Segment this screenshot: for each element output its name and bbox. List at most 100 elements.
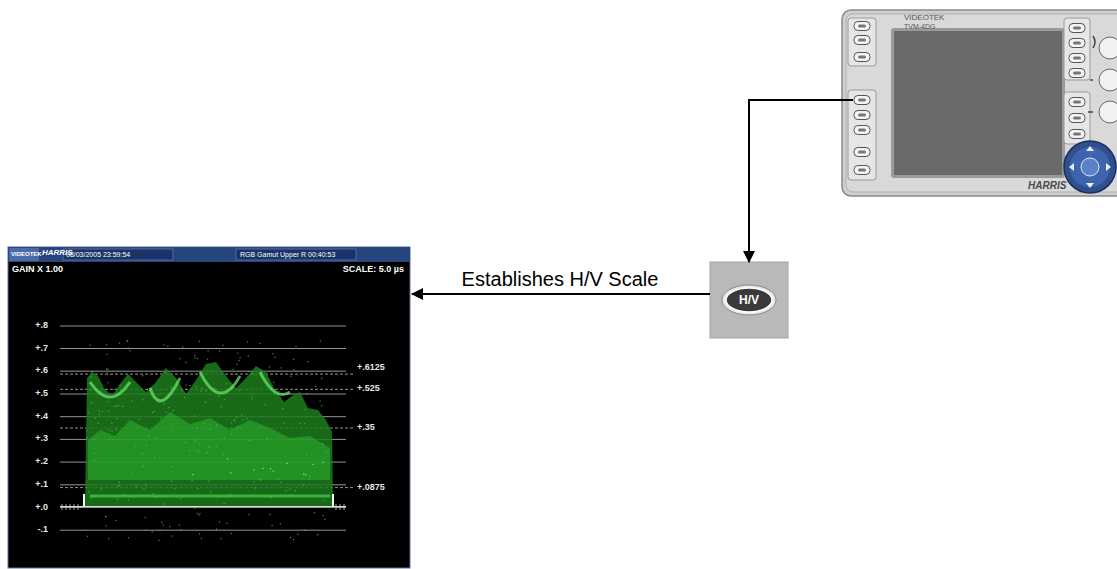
noise-dot [98,423,99,424]
illustration-part [60,507,346,508]
noise-dot [146,444,147,445]
noise-dot [189,385,190,386]
noise-dot [248,371,249,372]
noise-dot [219,351,220,352]
illustration-part [60,326,346,327]
noise-dot [280,482,281,483]
noise-dot [210,429,211,430]
noise-dot [158,540,159,541]
noise-dot [109,430,110,431]
illustration-part [8,247,410,262]
noise-dot [247,342,248,343]
noise-dot [87,536,88,537]
illustration-part [1064,92,1090,144]
noise-dot [322,443,323,444]
noise-dot [216,424,217,425]
noise-dot [179,525,180,526]
noise-dot [299,423,300,424]
waveform-display: VIDEOTEKHARRIS08/03/2005 23:59:54RGB Gam… [8,247,410,568]
illustration-part [1069,24,1085,33]
noise-dot [198,515,199,516]
timestamp: 08/03/2005 23:59:54 [66,251,130,259]
noise-dot [262,468,263,469]
illustration-part [854,126,870,135]
noise-dot [305,474,306,475]
illustration-part [1088,36,1095,112]
noise-dot [148,435,149,436]
noise-dot [324,519,325,520]
noise-dot [247,418,248,419]
noise-dot [297,534,298,535]
noise-dot [242,419,243,420]
noise-dot [286,463,287,464]
noise-dot [180,498,181,499]
noise-dot [153,493,154,494]
noise-dot [116,405,117,406]
noise-dot [127,340,128,341]
illustration-part [84,494,333,507]
noise-dot [106,344,107,345]
noise-dot [309,476,310,477]
illustration-part [1081,158,1099,176]
waveform-trace [85,362,333,506]
illustration-part [1099,101,1117,123]
noise-dot [117,499,118,500]
noise-dot [199,443,200,444]
noise-dot [199,533,200,534]
noise-dot [224,399,225,400]
noise-dot [171,481,172,482]
noise-dot [90,497,91,498]
noise-dot [230,428,231,429]
noise-dot [197,428,198,429]
noise-dot [105,516,106,517]
monitor-device: VIDEOTEKTVM-4DGHARRIS [842,10,1117,196]
noise-dot [89,389,90,390]
noise-dot [116,520,117,521]
noise-dot [101,488,102,489]
noise-dot [240,357,241,358]
noise-dot [166,412,167,413]
noise-dot [93,453,94,454]
waveform-noise [86,340,327,541]
noise-dot [226,523,227,524]
illustration-part [1069,69,1085,78]
illustration-part [1070,147,1110,187]
axis-value: +.525 [357,384,380,394]
noise-dot [199,341,200,342]
noise-dot [195,450,196,451]
noise-dot [214,388,215,389]
illustration-part [8,247,410,568]
noise-dot [325,451,326,452]
noise-dot [131,472,132,473]
noise-dot [194,439,195,440]
noise-dot [274,357,275,358]
noise-dot [108,411,109,412]
illustration-part [894,31,1062,175]
illustration-part [88,412,330,480]
noise-dot [105,516,106,517]
noise-dot [171,423,172,424]
axis-value: +.8 [35,321,48,331]
noise-dot [124,495,125,496]
noise-dot [303,484,304,485]
noise-dot [107,368,108,369]
noise-dot [185,362,186,363]
illustration-part [854,148,870,157]
noise-dot [221,406,222,407]
noise-dot [108,401,109,402]
noise-dot [320,340,321,341]
noise-dot [197,358,198,359]
noise-dot [255,487,256,488]
noise-dot [293,369,294,370]
axis-value: +.2 [35,457,48,467]
noise-dot [269,366,270,367]
noise-dot [216,445,217,446]
noise-dot [122,406,123,407]
noise-dot [142,453,143,454]
noise-dot [139,419,140,420]
noise-dot [99,414,100,415]
noise-dot [304,530,305,531]
noise-dot [231,434,232,435]
axis-value: -.1 [37,525,48,535]
noise-dot [192,474,193,475]
